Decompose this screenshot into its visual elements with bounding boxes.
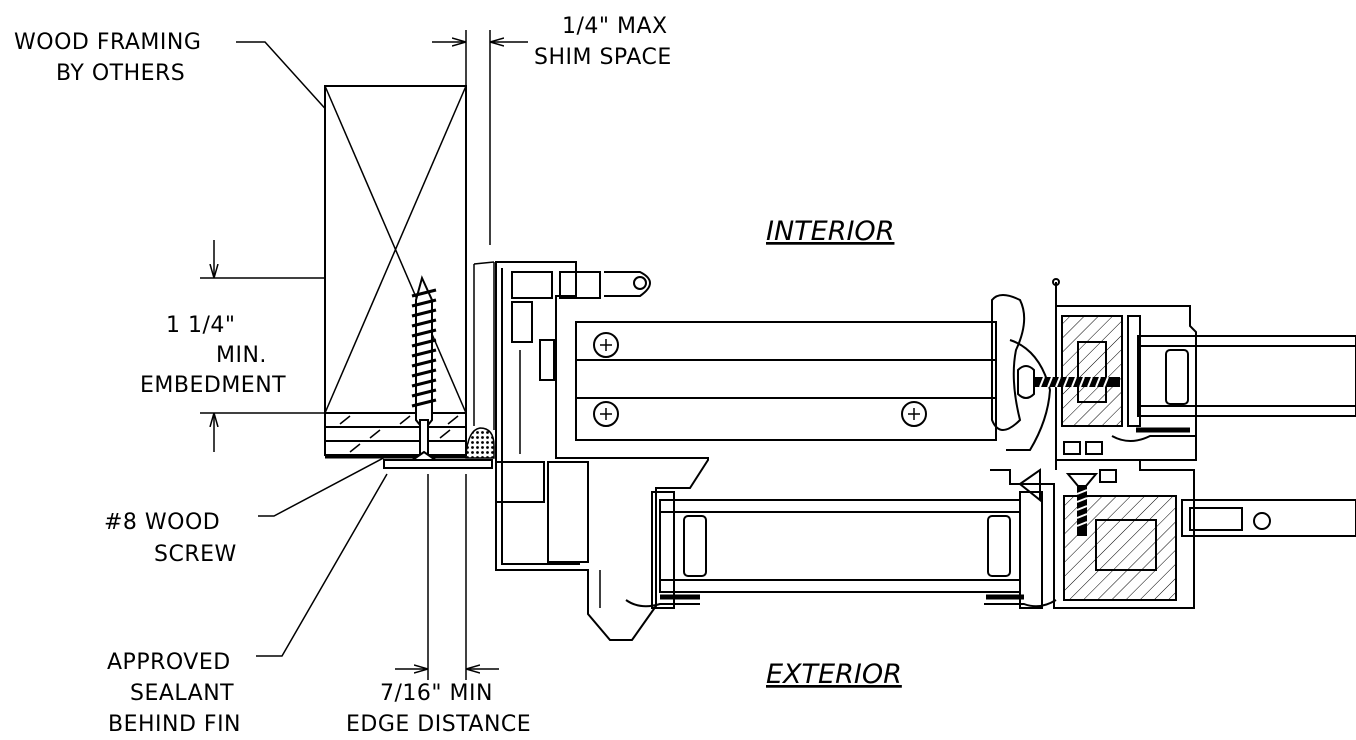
interior-stop: [575, 321, 997, 441]
lower-glazing-unit: [625, 491, 1057, 609]
exterior-label: EXTERIOR: [766, 659, 902, 690]
embedment-label-line3: EMBEDMENT: [140, 373, 286, 398]
embedment-label-line2: MIN.: [216, 343, 267, 368]
wood-framing-label-line1: WOOD FRAMING: [14, 30, 201, 55]
shim-space-label-line2: SHIM SPACE: [534, 45, 672, 70]
wood-screw-label-line1: #8 WOOD: [104, 510, 220, 535]
sealant-label-line3: BEHIND FIN: [108, 712, 241, 737]
sealant-label-line1: APPROVED: [107, 650, 231, 675]
phillips-screw-icon: [901, 401, 927, 427]
main-frame-profile: [495, 261, 709, 641]
phillips-screw-icon: [593, 401, 619, 427]
wood-framing: [324, 85, 467, 459]
sill-screw-icon: [1063, 441, 1117, 536]
edge-distance-label-line1: 7/16" MIN: [380, 681, 493, 706]
phillips-screw-icon: [593, 332, 619, 358]
sash-screw-icon: [1017, 365, 1120, 399]
nailing-fin: [383, 261, 495, 469]
labels: WOOD FRAMING BY OTHERS 1/4" MAX SHIM SPA…: [14, 14, 902, 737]
edge-distance-label-line2: EDGE DISTANCE: [346, 712, 531, 737]
shim-space-label-line1: 1/4" MAX: [562, 14, 668, 39]
interior-label: INTERIOR: [766, 216, 894, 247]
sealant-label-line2: SEALANT: [130, 681, 234, 706]
sealant-bead: [465, 427, 495, 459]
embedment-label-line1: 1 1/4": [166, 313, 236, 338]
lower-sash-frame: [990, 459, 1356, 609]
wood-screw-label-line2: SCREW: [154, 542, 237, 567]
sash-assembly: [991, 278, 1356, 470]
wood-framing-label-line2: BY OTHERS: [56, 61, 185, 86]
